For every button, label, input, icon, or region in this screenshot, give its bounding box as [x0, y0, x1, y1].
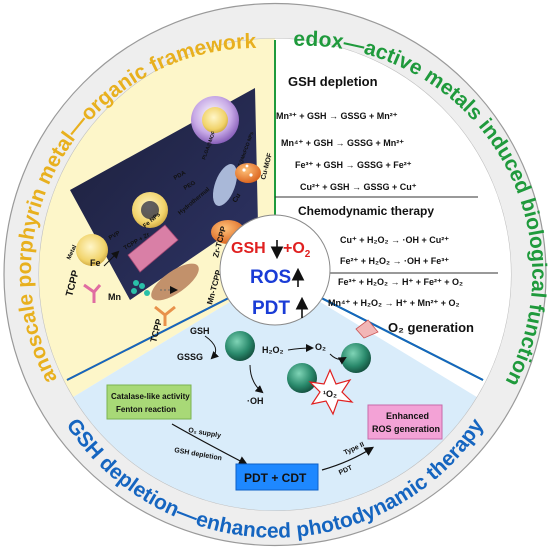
mech-oh: ·OH: [247, 396, 264, 406]
svg-text:PDA: PDA: [173, 170, 188, 182]
pdt-sector: [60, 274, 490, 511]
center-o2: +O2: [283, 240, 311, 260]
eq-cu2: Cu²⁺ + GSH → GSSG + Cu⁺: [300, 182, 417, 192]
cdt-block: Chemodynamic therapy Cu⁺ + H₂O₂ → ·OH + …: [298, 204, 449, 266]
center-gsh: GSH: [231, 240, 266, 257]
mech-gsh: GSH: [190, 326, 210, 336]
pdt-cdt-box: [235, 463, 319, 491]
enhanced-line1: Enhanced: [386, 411, 429, 421]
gsh-depletion-title: GSH depletion: [288, 74, 378, 89]
mech-h2o2: H₂O₂: [262, 345, 284, 355]
mn-tcpp-rod: [151, 263, 199, 301]
mech-gssg: GSSG: [177, 352, 203, 362]
svg-text:Mn: Mn: [108, 292, 121, 302]
tcpp-linker-icon: [83, 283, 102, 303]
svg-text:PVP: PVP: [108, 231, 121, 242]
svg-text:Fe: Fe: [90, 258, 101, 268]
metal-node-sphere: [76, 234, 108, 266]
catalase-line2: Fenton reaction: [116, 405, 176, 414]
mech-singlet: ¹O₂: [323, 389, 337, 399]
tcpp-linker-icon-2: [154, 305, 176, 326]
singlet-oxygen-burst: [308, 368, 354, 416]
center-pdt: PDT: [252, 298, 290, 319]
synthesis-panel: PVP TCPP + Zr PDA PEG PLGA@MOF FT@MnFCO …: [66, 88, 258, 300]
eq-fe2: Fe²⁺ + H₂O₂ → ·OH + Fe³⁺: [340, 256, 449, 266]
pdt-cdt-label: PDT + CDT: [244, 471, 307, 485]
catalase-line1: Catalase-like activity: [111, 392, 190, 401]
eq-mn4: Mn⁴⁺ + GSH → GSSG + Mn²⁺: [281, 138, 404, 148]
eq-mn3: Mn³⁺ + GSH → GSSG + Mn²⁺: [276, 111, 398, 121]
fe-nps-spindle: [127, 224, 179, 273]
ft-nps-spindle: [212, 164, 238, 206]
catalase-box: [106, 384, 192, 420]
mech-o2: O₂: [315, 342, 326, 352]
o2-generation-block: Fe³⁺ + H₂O₂ → H⁺ + Fe²⁺ + O₂ Mn⁴⁺ + H₂O₂…: [328, 277, 474, 335]
cu-mof-oval: [235, 163, 261, 183]
center-ros: ROS: [250, 267, 291, 288]
eq-mn4-h2o2: Mn⁴⁺ + H₂O₂ → H⁺ + Mn²⁺ + O₂: [328, 298, 459, 308]
eq-fe3: Fe³⁺ + GSH → GSSG + Fe²⁺: [295, 160, 412, 170]
eq-cu1: Cu⁺ + H₂O₂ → ·OH + Cu²⁺: [340, 235, 449, 245]
center-hub: GSH +O2 ROS PDT: [219, 214, 331, 326]
mof-sphere-1: [225, 331, 255, 361]
mof-sphere-3: [341, 343, 371, 373]
mof-sphere-2: [287, 363, 317, 393]
cdt-title: Chemodynamic therapy: [298, 204, 434, 218]
laser-icon: [355, 319, 379, 339]
gsh-depletion-block: GSH depletion Mn³⁺ + GSH → GSSG + Mn²⁺ M…: [276, 74, 417, 192]
o2-generation-title: O₂ generation: [388, 320, 474, 335]
eq-fe3-h2o2: Fe³⁺ + H₂O₂ → H⁺ + Fe²⁺ + O₂: [338, 277, 463, 287]
svg-text:Cu: Cu: [232, 192, 243, 204]
mechanism-block: GSH GSSG H₂O₂ O₂ ·OH ¹O₂: [177, 319, 379, 416]
svg-text:PEG: PEG: [183, 180, 197, 192]
enhanced-ros-box: [367, 404, 443, 440]
enhanced-line2: ROS generation: [372, 424, 440, 434]
